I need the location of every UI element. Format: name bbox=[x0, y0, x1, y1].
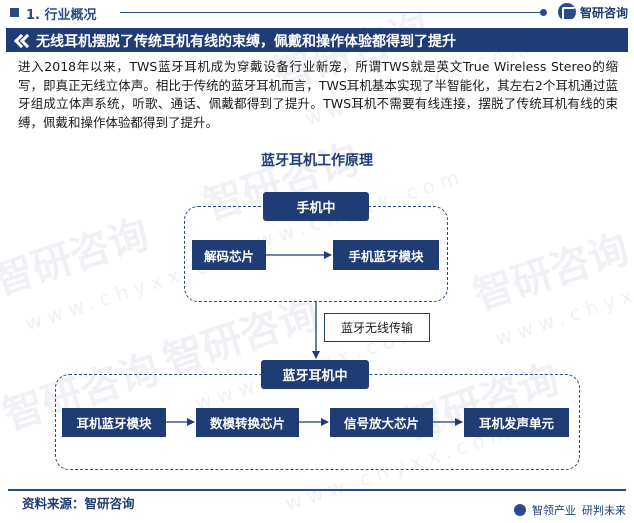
dac-chip-node: 数模转换芯片 bbox=[196, 408, 299, 437]
speaker-unit-node: 耳机发声单元 bbox=[464, 408, 569, 437]
diagram-title: 蓝牙耳机工作原理 bbox=[261, 153, 373, 169]
source-text: 资料来源：智研咨询 bbox=[22, 496, 135, 511]
section-header: 1. 行业概况 智研咨询 bbox=[0, 0, 634, 26]
footer-slogan-left: 智领产业 bbox=[532, 504, 576, 517]
section-divider bbox=[120, 9, 547, 16]
footer-brand: 智领产业 研判未来 bbox=[514, 502, 626, 518]
headline-banner: 无线耳机摆脱了传统耳机有线的束缚，佩戴和操作体验都得到了提升 bbox=[6, 28, 628, 52]
section-marker bbox=[10, 8, 19, 17]
brand: 智研咨询 bbox=[557, 3, 628, 21]
phone-bt-module-node: 手机蓝牙模块 bbox=[333, 240, 439, 270]
decode-chip-node: 解码芯片 bbox=[192, 240, 266, 270]
footer-logo-icon bbox=[514, 504, 526, 516]
phone-header: 手机中 bbox=[263, 192, 369, 221]
earphone-header: 蓝牙耳机中 bbox=[261, 360, 369, 389]
intro-paragraph: 进入2018年以来，TWS蓝牙耳机成为穿戴设备行业新宠，所谓TWS就是英文Tru… bbox=[18, 59, 618, 130]
earphone-bt-module-node: 耳机蓝牙模块 bbox=[62, 408, 166, 437]
footer-divider bbox=[8, 489, 626, 491]
footer-slogan-right: 研判未来 bbox=[582, 504, 626, 517]
brand-name: 智研咨询 bbox=[579, 5, 628, 20]
amplifier-chip-node: 信号放大芯片 bbox=[330, 408, 433, 437]
section-title: 1. 行业概况 bbox=[26, 8, 97, 23]
headline-text: 无线耳机摆脱了传统耳机有线的束缚，佩戴和操作体验都得到了提升 bbox=[36, 34, 456, 50]
brand-logo-icon bbox=[557, 3, 576, 21]
bt-wireless-label: 蓝牙无线传输 bbox=[324, 313, 430, 342]
